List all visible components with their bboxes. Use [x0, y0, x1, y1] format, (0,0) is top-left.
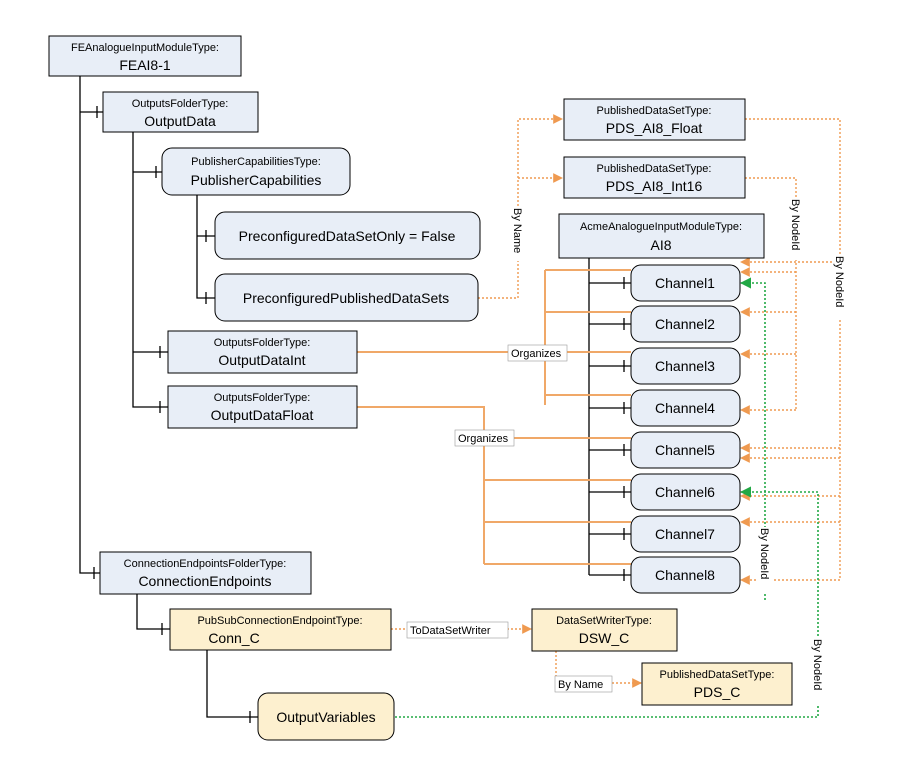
- channel-4[interactable]: Channel4: [630, 389, 741, 427]
- reference-lines-green: [395, 277, 819, 718]
- tree-lines: [79, 76, 631, 723]
- node-preconfigured-publisheddatasets[interactable]: PreconfiguredPublishedDataSets: [214, 273, 479, 322]
- label-by-nodeid-3: By NodeId: [758, 528, 770, 579]
- node-feai8-1[interactable]: FEAnalogueInputModuleType: FEAI8-1: [48, 35, 242, 77]
- node-name-label: PreconfiguredPublishedDataSets: [243, 290, 449, 306]
- node-connectionendpoints[interactable]: ConnectionEndpointsFolderType: Connectio…: [99, 551, 312, 595]
- node-type-label: PublishedDataSetType:: [597, 105, 712, 117]
- node-name-label: FEAI8-1: [119, 57, 171, 73]
- organizes-lines: [357, 269, 631, 565]
- channel-1[interactable]: Channel1: [630, 264, 741, 302]
- node-name-label: OutputDataFloat: [211, 407, 314, 423]
- channel-5[interactable]: Channel5: [630, 431, 741, 469]
- reference-lines-orange: [391, 114, 841, 688]
- channel-3[interactable]: Channel3: [630, 347, 741, 385]
- node-name-label: OutputDataInt: [218, 352, 305, 368]
- node-type-label: FEAnalogueInputModuleType:: [71, 42, 219, 54]
- node-type-label: PubSubConnectionEndpointType:: [197, 615, 362, 627]
- label-by-nodeid-1: By NodeId: [789, 199, 801, 250]
- node-type-label: PublishedDataSetType:: [660, 669, 775, 681]
- channel-label: Channel8: [655, 567, 715, 583]
- channel-label: Channel5: [655, 442, 715, 458]
- channel-7[interactable]: Channel7: [630, 515, 741, 553]
- node-preconfigured-datasetonly[interactable]: PreconfiguredDataSetOnly = False: [214, 211, 481, 260]
- channel-label: Channel3: [655, 358, 715, 374]
- label-by-name-vertical: By Name: [511, 208, 523, 253]
- node-name-label: Conn_C: [208, 630, 259, 646]
- node-type-label: AcmeAnalogueInputModuleType:: [580, 221, 742, 233]
- channel-2[interactable]: Channel2: [630, 305, 741, 343]
- label-by-name-horizontal: By Name: [558, 679, 603, 691]
- channel-label: Channel7: [655, 526, 715, 542]
- label-todatasetwriter: ToDataSetWriter: [410, 625, 491, 637]
- node-dsw-c[interactable]: DataSetWriterType: DSW_C: [531, 608, 678, 652]
- channel-6[interactable]: Channel6: [630, 473, 741, 511]
- label-organizes-1: Organizes: [511, 348, 562, 360]
- label-organizes-2: Organizes: [458, 433, 509, 445]
- node-name-label: OutputVariables: [276, 709, 375, 725]
- node-name-label: PDS_AI8_Int16: [606, 178, 703, 194]
- node-type-label: DataSetWriterType:: [556, 615, 652, 627]
- node-publishercapabilities[interactable]: PublisherCapabilitiesType: PublisherCapa…: [161, 147, 351, 196]
- label-by-nodeid-2: By NodeId: [833, 256, 845, 307]
- line-labels: By Name By NodeId By NodeId Organizes Or…: [406, 198, 847, 706]
- node-name-label: OutputData: [144, 113, 216, 129]
- node-name-label: PDS_AI8_Float: [606, 120, 703, 136]
- channel-8[interactable]: Channel8: [630, 556, 741, 594]
- node-name-label: AI8: [650, 237, 671, 253]
- channel-label: Channel2: [655, 316, 715, 332]
- node-outputvariables[interactable]: OutputVariables: [257, 692, 395, 741]
- node-type-label: PublisherCapabilitiesType:: [191, 156, 321, 168]
- node-pds-ai8-float[interactable]: PublishedDataSetType: PDS_AI8_Float: [563, 98, 746, 141]
- node-pds-ai8-int16[interactable]: PublishedDataSetType: PDS_AI8_Int16: [563, 156, 746, 199]
- node-type-label: ConnectionEndpointsFolderType:: [124, 558, 287, 570]
- node-type-label: OutputsFolderType:: [214, 337, 311, 349]
- label-by-nodeid-4: By NodeId: [811, 639, 823, 690]
- node-outputdataint[interactable]: OutputsFolderType: OutputDataInt: [167, 330, 358, 374]
- channel-label: Channel4: [655, 400, 715, 416]
- channel-label: Channel6: [655, 484, 715, 500]
- node-ai8[interactable]: AcmeAnalogueInputModuleType: AI8: [558, 213, 765, 259]
- channel-label: Channel1: [655, 275, 715, 291]
- channel-list: Channel1 Channel2 Channel3 Channel4 Chan…: [630, 264, 741, 594]
- node-name-label: PublisherCapabilities: [191, 172, 322, 188]
- node-type-label: PublishedDataSetType:: [597, 163, 712, 175]
- node-name-label: ConnectionEndpoints: [138, 573, 271, 589]
- node-conn-c[interactable]: PubSubConnectionEndpointType: Conn_C: [169, 608, 392, 651]
- node-pds-c[interactable]: PublishedDataSetType: PDS_C: [641, 662, 793, 706]
- node-name-label: DSW_C: [579, 630, 630, 646]
- node-type-label: OutputsFolderType:: [132, 98, 229, 110]
- node-type-label: OutputsFolderType:: [214, 392, 311, 404]
- node-name-label: PDS_C: [694, 684, 741, 700]
- node-name-label: PreconfiguredDataSetOnly = False: [239, 228, 456, 244]
- node-outputdatafloat[interactable]: OutputsFolderType: OutputDataFloat: [167, 385, 358, 429]
- node-outputdata[interactable]: OutputsFolderType: OutputData: [102, 91, 259, 133]
